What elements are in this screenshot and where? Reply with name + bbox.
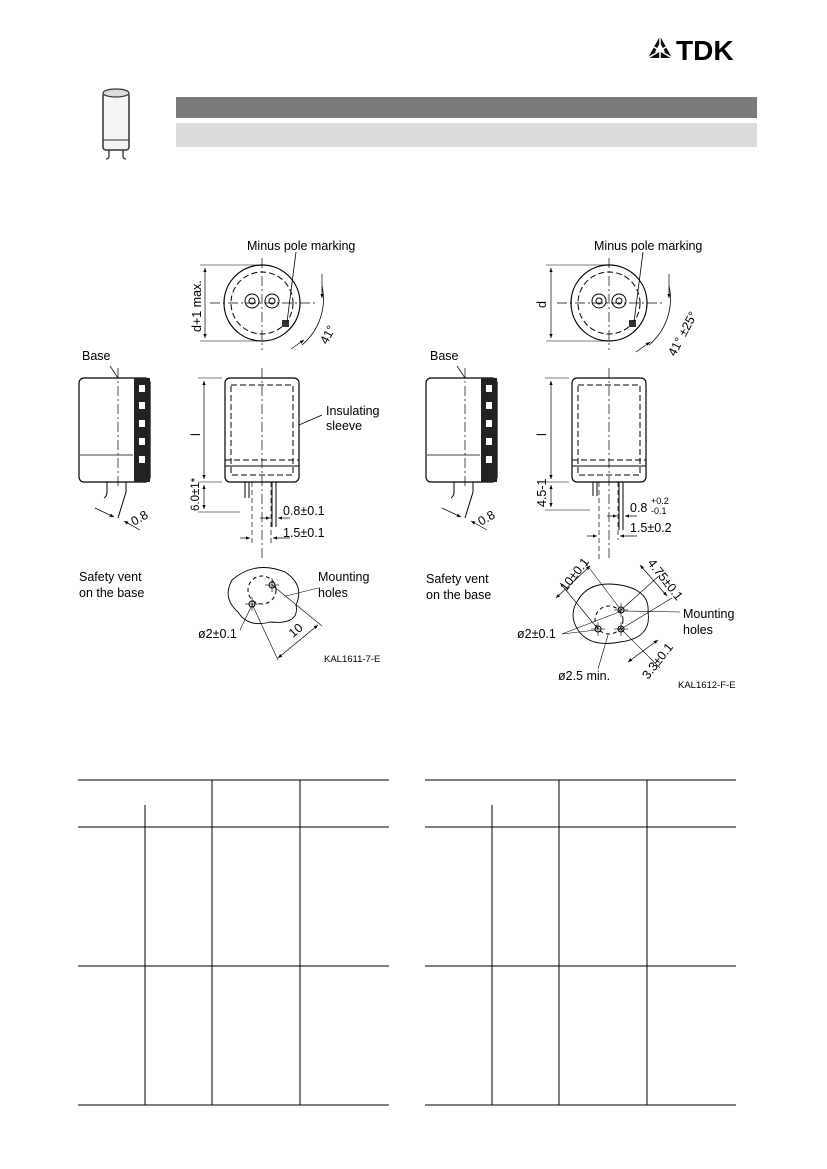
- right-lead-thickness: 1.5±0.2: [630, 521, 672, 535]
- tdk-logo-icon: TDK: [647, 35, 734, 66]
- left-lead-length: 6.0±1*: [190, 477, 202, 511]
- right-safety-vent-1: Safety vent: [426, 572, 489, 586]
- left-drawing: [78, 251, 324, 661]
- logo-text: TDK: [676, 35, 734, 64]
- right-hole-dia: ø2±0.1: [517, 627, 556, 641]
- right-lead-tol-plus: +0.2: [651, 496, 669, 506]
- right-length-label: l: [535, 433, 549, 436]
- dimension-drawings: Minus pole marking d+1 max. 41° Base l I…: [78, 239, 736, 691]
- left-length-label: l: [189, 433, 203, 436]
- left-mounting-2: holes: [318, 586, 348, 600]
- tdk-logo: TDK: [646, 34, 758, 66]
- left-lead-thickness: 1.5±0.1: [283, 526, 325, 540]
- right-small-dim: 3.3±0.1: [639, 640, 676, 681]
- right-lead-tol-minus: -0.1: [651, 506, 667, 516]
- left-mounting-1: Mounting: [318, 570, 369, 584]
- left-dim-d: d+1 max.: [190, 280, 204, 332]
- left-minus-pole-label: Minus pole marking: [247, 239, 355, 253]
- left-base-label: Base: [82, 349, 111, 363]
- right-drawing-code: KAL1612-F-E: [678, 680, 736, 691]
- left-safety-vent-2: on the base: [79, 586, 144, 600]
- right-vent-dia: ø2.5 min.: [558, 669, 610, 683]
- left-table-grid: [78, 779, 389, 1106]
- left-lead-width: 0.8±0.1: [283, 504, 325, 518]
- right-lead-length: 4.5-1: [535, 478, 549, 507]
- right-offset: 4.75±0.1: [645, 556, 686, 603]
- subtitle-bar: [176, 123, 757, 147]
- left-drawing-code: KAL1611-7-E: [324, 654, 380, 665]
- right-table-grid: [425, 779, 736, 1106]
- right-angle: 41° ±25°: [665, 309, 700, 358]
- left-hole-dia: ø2±0.1: [198, 627, 237, 641]
- right-hole-spacing: 10±0.1: [557, 555, 592, 594]
- left-insulating-1: Insulating: [326, 404, 380, 418]
- right-lead-width: 0.8: [630, 501, 647, 515]
- right-safety-vent-2: on the base: [426, 588, 491, 602]
- capacitor-thumbnail-icon: [100, 86, 134, 162]
- table-grids: [78, 779, 736, 1106]
- left-safety-vent-1: Safety vent: [79, 570, 142, 584]
- left-angle: 41°: [317, 323, 338, 346]
- left-insulating-2: sleeve: [326, 419, 362, 433]
- right-base-label: Base: [430, 349, 459, 363]
- right-mounting-2: holes: [683, 623, 713, 637]
- right-drawing: [425, 251, 681, 670]
- right-minus-pole-label: Minus pole marking: [594, 239, 702, 253]
- right-mounting-1: Mounting: [683, 607, 734, 621]
- right-dim-d: d: [535, 301, 549, 308]
- title-bar: [176, 97, 757, 118]
